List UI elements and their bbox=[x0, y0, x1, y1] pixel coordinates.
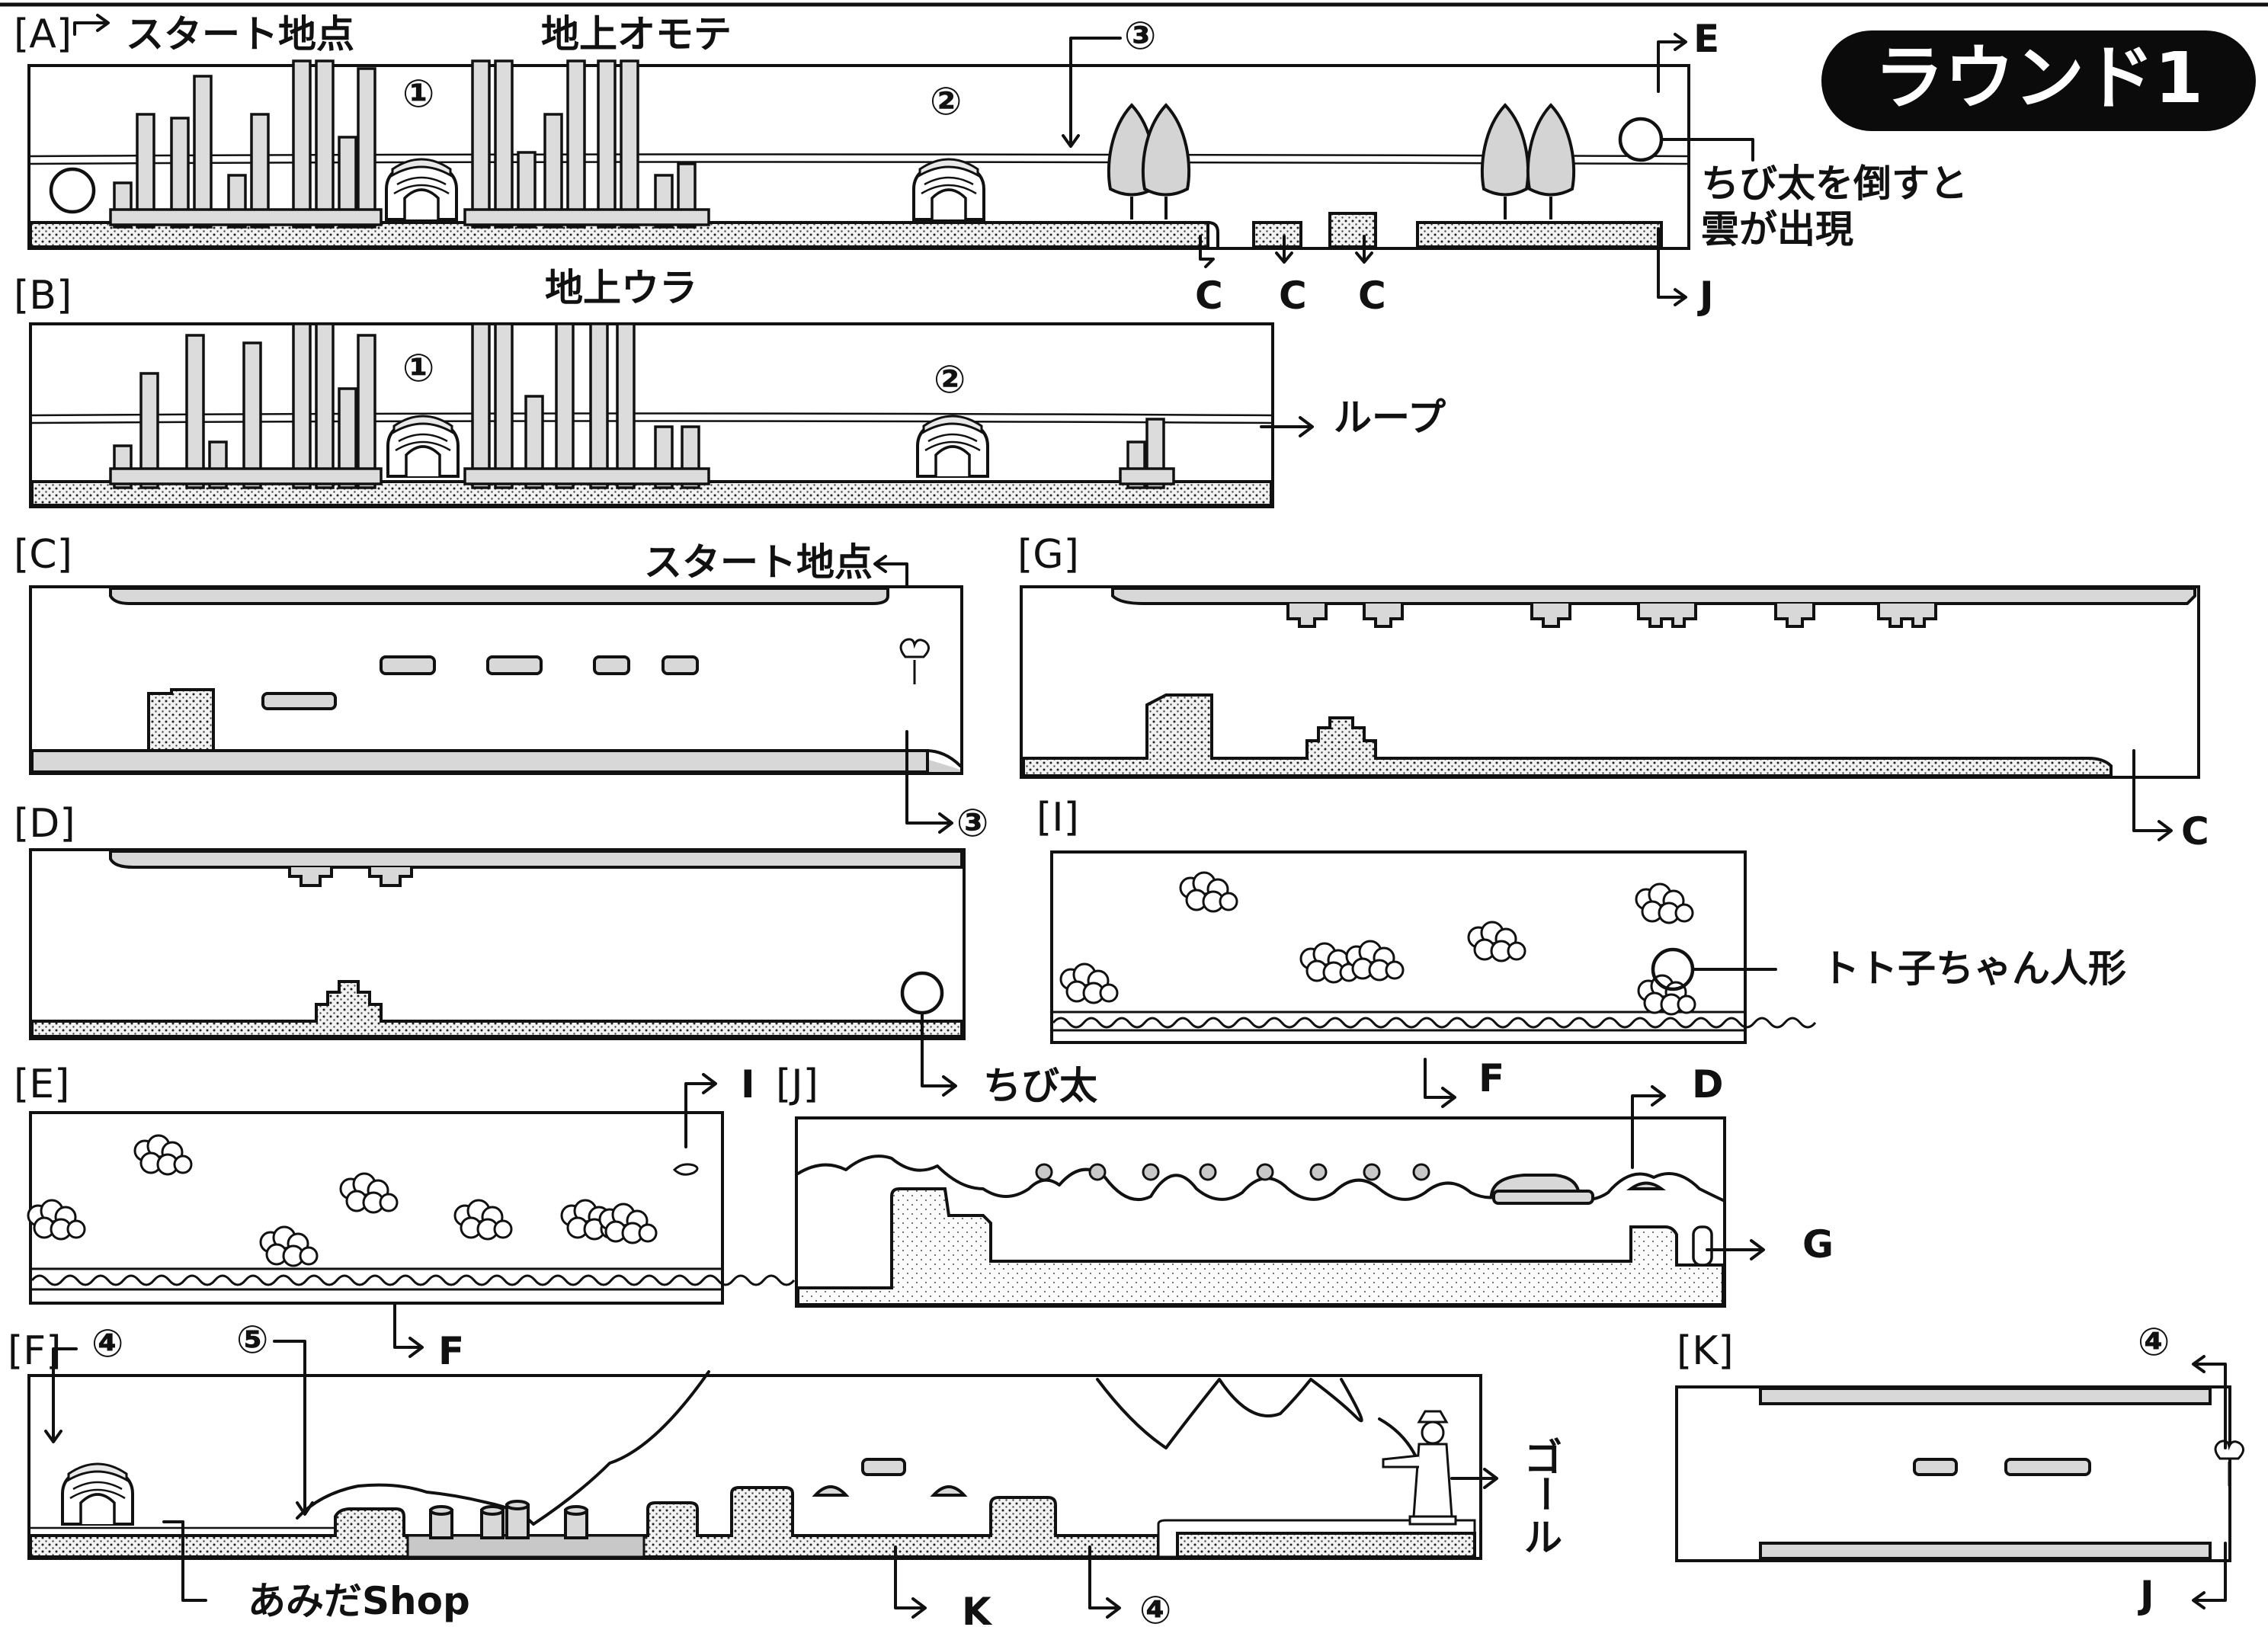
section-j-exit-g: G bbox=[1802, 1222, 1834, 1267]
section-i-doll: トト子ちゃん人形 bbox=[1821, 946, 2126, 991]
section-i: [I] トト子ちゃん人形 F bbox=[1036, 795, 2126, 1107]
section-e-exit-i: I bbox=[741, 1062, 755, 1107]
section-f-exit-k: K bbox=[962, 1590, 993, 1627]
round-badge: ラウンド1 bbox=[1821, 30, 2256, 131]
section-g-id: [G] bbox=[1017, 532, 1079, 578]
section-f-label-5: ⑤ bbox=[236, 1318, 268, 1362]
section-g-exit: C bbox=[2181, 809, 2209, 854]
section-i-id: [I] bbox=[1036, 795, 1079, 841]
section-c-id: [C] bbox=[14, 532, 72, 578]
section-k: [K] ④ J bbox=[1677, 1320, 2244, 1617]
section-a-label-2: ② bbox=[930, 79, 962, 123]
section-f: [F] あみだShop ゴ ー ル ④ ⑤ K ④ bbox=[8, 1318, 1567, 1627]
section-c-start: スタート地点 bbox=[644, 540, 873, 585]
section-a-start: スタート地点 bbox=[126, 12, 354, 56]
section-j-exit-d: D bbox=[1692, 1062, 1724, 1107]
section-a-exit-e: E bbox=[1693, 17, 1719, 61]
section-f-label-4: ④ bbox=[91, 1321, 123, 1366]
section-f-goal-1: ゴ bbox=[1524, 1436, 1562, 1480]
chibita-cloud-marker bbox=[1620, 119, 1661, 160]
section-b-id: [B] bbox=[14, 273, 72, 319]
start-marker-ring bbox=[51, 169, 94, 212]
chibita-marker bbox=[902, 973, 942, 1013]
section-a-label-1: ① bbox=[402, 72, 434, 116]
section-a-note-line-1: ちび太を倒すと bbox=[1701, 162, 1968, 206]
section-c: [C] スタート地点 ③ bbox=[14, 532, 988, 845]
section-f-goal-3: ル bbox=[1524, 1516, 1562, 1560]
section-d-exit: ちび太 bbox=[983, 1064, 1097, 1108]
round-title: ラウンド1 bbox=[1874, 37, 2203, 119]
section-d-id: [D] bbox=[14, 801, 75, 847]
section-e: [E] I F bbox=[14, 1062, 794, 1373]
section-a-note-line-2: 雲が出現 bbox=[1701, 207, 1853, 251]
section-c-exit: ③ bbox=[956, 801, 988, 845]
section-e-exit-f: F bbox=[438, 1329, 464, 1373]
section-b: [B] 地上ウラ ① ② ループ bbox=[14, 266, 1446, 507]
section-a-exit-c-3: C bbox=[1358, 274, 1386, 318]
section-a-exit-c-1: C bbox=[1195, 274, 1223, 318]
section-j-id: [J] bbox=[776, 1062, 818, 1107]
section-j: [J] D G bbox=[776, 1062, 1834, 1306]
section-b-label-1: ① bbox=[402, 346, 434, 390]
section-k-bottom: J bbox=[2138, 1573, 2154, 1617]
section-k-top: ④ bbox=[2138, 1320, 2170, 1364]
section-i-exit: F bbox=[1478, 1056, 1504, 1100]
section-a-exit-c-2: C bbox=[1279, 274, 1307, 318]
section-g: [G] C bbox=[1017, 532, 2209, 854]
section-a-label-3: ③ bbox=[1124, 14, 1156, 58]
section-a-title: 地上オモテ bbox=[541, 12, 732, 56]
section-i-frame bbox=[1052, 852, 1745, 1042]
section-d-frame bbox=[30, 850, 964, 1039]
section-b-label-2: ② bbox=[934, 357, 966, 402]
section-a-id: [A] bbox=[14, 11, 72, 57]
section-f-exit-4: ④ bbox=[1139, 1588, 1171, 1627]
section-f-goal-2: ー bbox=[1523, 1475, 1567, 1513]
section-f-shop: あみだShop bbox=[248, 1579, 470, 1623]
section-k-id: [K] bbox=[1677, 1328, 1734, 1374]
section-a-exit-j: J bbox=[1697, 274, 1714, 318]
section-b-title: 地上ウラ bbox=[545, 266, 697, 310]
section-d: [D] ちび太 bbox=[14, 801, 1097, 1108]
section-b-loop: ループ bbox=[1334, 396, 1446, 440]
section-e-id: [E] bbox=[14, 1062, 69, 1107]
section-a: [A] 地上オモテ スタート地点 ① ② bbox=[14, 11, 1968, 318]
